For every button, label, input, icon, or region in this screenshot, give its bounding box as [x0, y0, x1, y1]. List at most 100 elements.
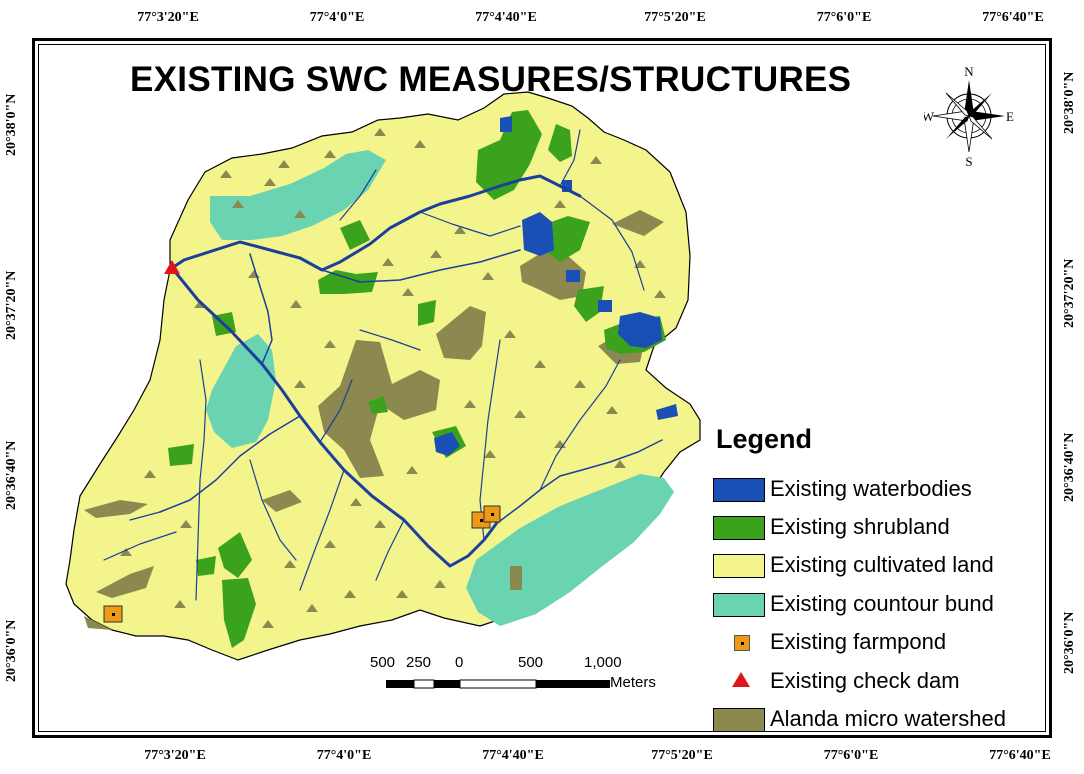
scale-label-0: 0	[455, 654, 464, 671]
shrubland-2	[548, 124, 572, 162]
tributary-13	[539, 359, 621, 491]
compass-s: S	[965, 154, 972, 166]
drainage-network	[103, 129, 663, 601]
check-dam-marker	[164, 260, 180, 274]
tributary-15	[339, 169, 377, 221]
watershed-patch-5	[612, 210, 664, 236]
shrubland-3	[318, 270, 378, 294]
tributary-4	[419, 211, 521, 237]
watershed-patch-6	[96, 566, 154, 598]
legend-swatch-cultivated	[713, 554, 765, 578]
contour-bund-1	[210, 150, 386, 240]
tributary-1	[495, 439, 663, 525]
scattered-patches	[120, 128, 666, 628]
legend-item-cultivated: Existing cultivated land	[710, 550, 1050, 580]
legend-swatch-farmpond-icon	[734, 635, 750, 651]
coord-bottom-2: 77°4'0"E	[316, 748, 372, 763]
legend-title: Legend	[716, 424, 813, 454]
shrubland-1	[476, 110, 542, 200]
tributary-9	[249, 459, 297, 561]
tributary-17	[319, 379, 353, 443]
legend-label-check-dam: Existing check dam	[770, 668, 960, 693]
waterbody-3	[434, 432, 460, 456]
watershed-patch-7	[84, 500, 148, 518]
watershed-patch-9	[262, 490, 302, 512]
watershed-patch-10	[510, 566, 522, 590]
coord-bottom-3: 77°4'40"E	[482, 748, 544, 763]
coord-top-1: 77°3'20"E	[137, 10, 199, 25]
shrubland-4	[340, 220, 370, 250]
waterbody-8	[566, 270, 580, 282]
legend-swatch-waterbodies	[713, 478, 765, 502]
shrubland-6	[218, 532, 252, 578]
main-stream	[170, 174, 582, 272]
legend-swatch-check-dam-icon	[732, 672, 750, 687]
tributary-12	[479, 339, 501, 541]
tributary-2	[249, 253, 273, 365]
scale-unit: Meters	[610, 674, 656, 691]
coord-top-4: 77°5'20"E	[644, 10, 706, 25]
legend-swatch-shrubland	[713, 516, 765, 540]
tributary-7	[195, 359, 207, 601]
shrubland-8	[168, 444, 194, 466]
waterbody-7	[656, 404, 678, 420]
watershed-patch-8	[84, 616, 112, 630]
shrubland-9	[368, 396, 388, 414]
legend-label-contour-bund: Existing countour bund	[770, 591, 994, 616]
tributary-14	[579, 195, 645, 291]
legend-item-watershed: Alanda micro watershed	[710, 704, 1050, 734]
map-title: EXISTING SWC MEASURES/STRUCTURES	[130, 60, 852, 99]
coord-top-6: 77°6'40"E	[982, 10, 1044, 25]
map-frame-inner	[38, 44, 1046, 732]
legend-label-cultivated: Existing cultivated land	[770, 552, 994, 577]
shrubland-7	[222, 578, 256, 648]
scale-label-250: 250	[406, 654, 432, 671]
coord-top-5: 77°6'0"E	[816, 10, 872, 25]
scale-label-500: 500	[518, 654, 544, 671]
coord-bottom-6: 77°6'40"E	[989, 748, 1051, 763]
coord-bottom-1: 77°3'20"E	[144, 748, 206, 763]
legend-item-check-dam: Existing check dam	[710, 666, 1050, 696]
scale-bar-segments	[386, 679, 610, 689]
tributary-16	[559, 129, 581, 187]
tributary-6	[159, 415, 301, 513]
coord-top-2: 77°4'0"E	[309, 10, 365, 25]
waterbody-1	[522, 212, 554, 256]
tributary-11	[375, 519, 405, 581]
coord-bottom-4: 77°5'20"E	[651, 748, 713, 763]
legend-item-shrubland: Existing shrubland	[710, 512, 1050, 542]
scale-label-1000: 1,000	[584, 654, 622, 671]
waterbody-4	[500, 116, 512, 132]
contour-bund-2	[206, 334, 276, 448]
shrubland-11	[574, 286, 604, 322]
map-frame	[32, 38, 1052, 738]
tributary-10	[299, 469, 345, 591]
legend-swatch-contour-bund	[713, 593, 765, 617]
shrubland-13	[418, 300, 436, 326]
scale-label-500-left: 500	[370, 654, 396, 671]
waterbody-6	[598, 300, 612, 312]
compass-w: W	[924, 109, 935, 124]
north-arrow-icon: N S E W	[924, 66, 1014, 166]
compass-n: N	[964, 66, 974, 79]
watershed-patch-3	[520, 250, 586, 300]
legend-label-farmpond: Existing farmpond	[770, 629, 947, 654]
legend-label-watershed: Alanda micro watershed	[770, 706, 1007, 731]
watershed-patch-2	[436, 306, 486, 360]
shrubland-14	[196, 556, 216, 576]
coord-bottom-5: 77°6'0"E	[823, 748, 879, 763]
coord-top-3: 77°4'40"E	[475, 10, 537, 25]
legend-swatch-watershed	[713, 708, 765, 732]
tributary-8	[129, 511, 161, 521]
compass-e: E	[1006, 109, 1014, 124]
legend-label-shrubland: Existing shrubland	[770, 514, 950, 539]
waterbody-2	[618, 312, 662, 348]
tributary-18	[103, 531, 177, 561]
legend-item-waterbodies: Existing waterbodies	[710, 474, 1050, 504]
farmpond-markers	[103, 505, 501, 623]
legend-item-contour-bund: Existing countour bund	[710, 589, 1050, 619]
legend-item-farmpond: Existing farmpond	[710, 627, 1050, 657]
tributary-3	[321, 249, 521, 283]
watershed-patch-1	[318, 340, 440, 478]
